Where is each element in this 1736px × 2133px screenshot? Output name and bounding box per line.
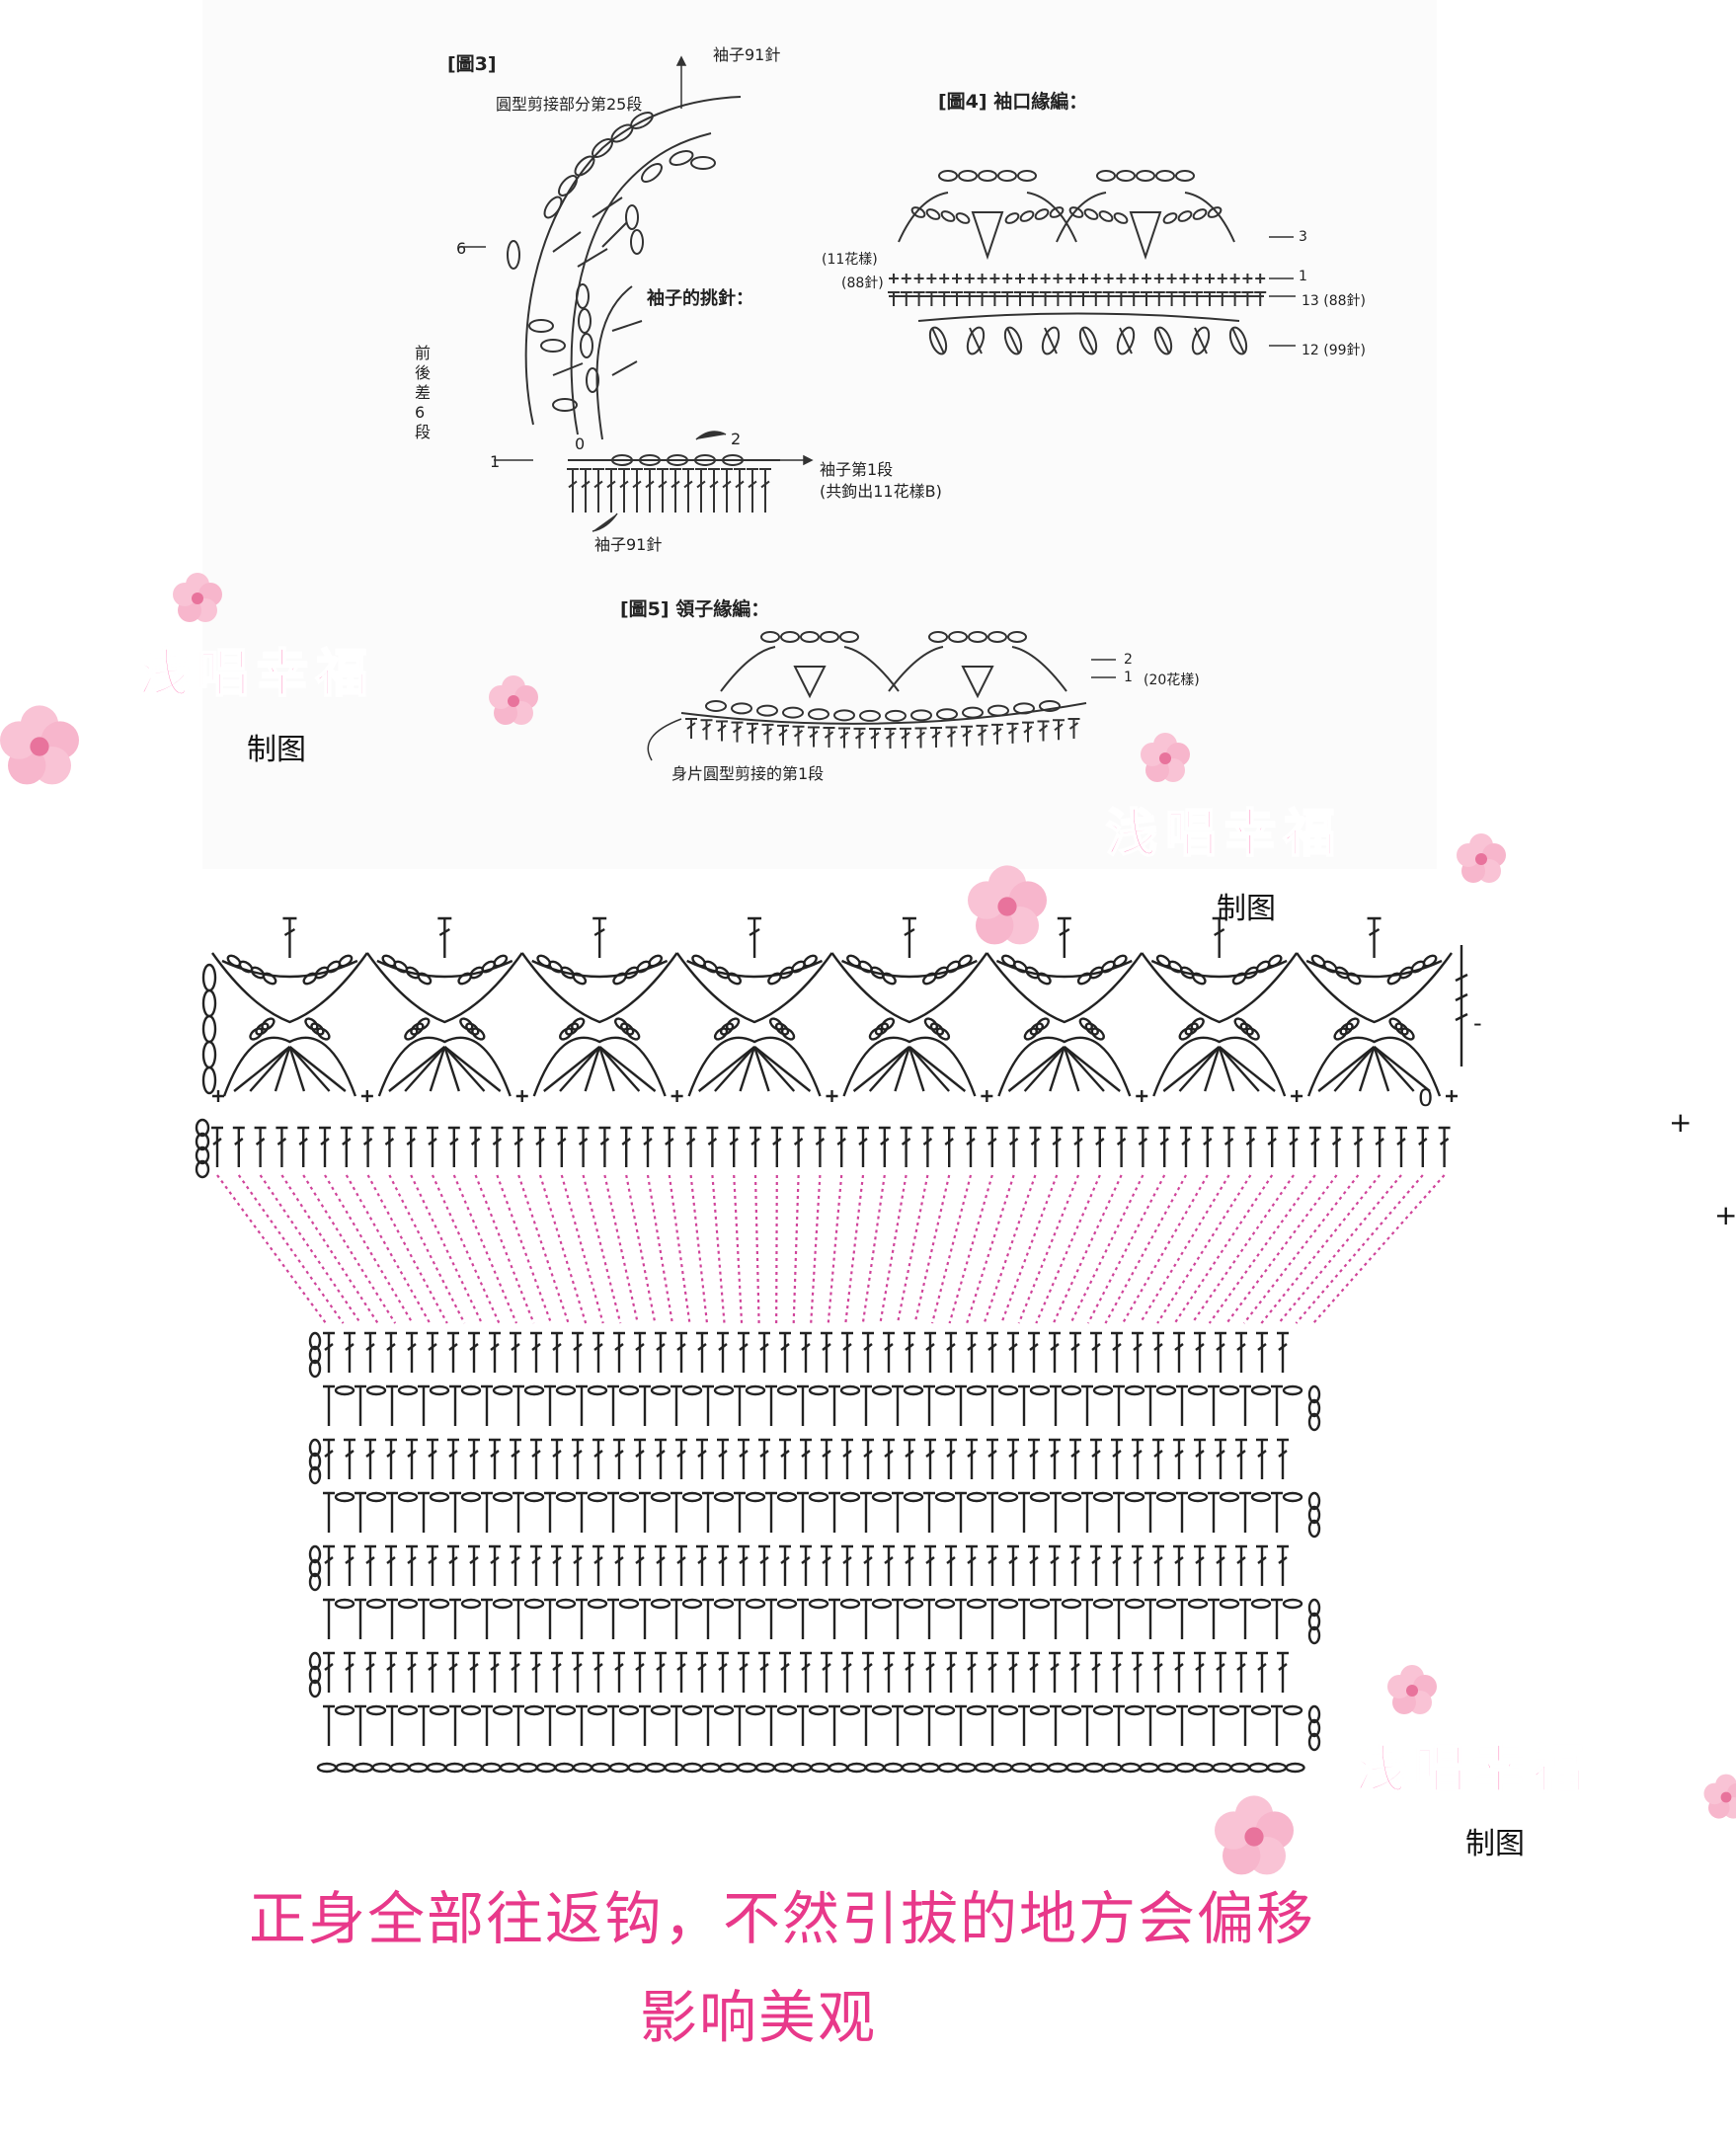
flower-4 — [1141, 733, 1190, 782]
figure4-row3: 3 — [1299, 229, 1307, 245]
watermark-brand-1: 浅唱幸福 — [137, 644, 376, 705]
figure3-row2: 2 — [731, 430, 742, 448]
figure5-row1-note: (20花樣) — [1144, 672, 1200, 688]
note-line-2: 影响美观 — [640, 1984, 878, 2051]
figure3-zero: 0 — [575, 434, 586, 453]
figure3-bottom-label: 袖子91針 — [594, 535, 663, 554]
figure3-center-label: 袖子的挑針： — [647, 288, 753, 309]
figure4-left-bottom: (88針) — [841, 276, 884, 291]
watermark-credit-1: 制图 — [247, 733, 306, 767]
watermark-credit-3: 制图 — [1465, 1827, 1525, 1861]
flower-8 — [1215, 1795, 1294, 1875]
flower-1 — [173, 573, 222, 622]
plus-mark-1: + — [1669, 1106, 1693, 1139]
flower-6 — [968, 865, 1047, 945]
main-chart-end-mark: 0 — [1418, 1084, 1434, 1112]
watermark-credit-2: 制图 — [1217, 892, 1276, 926]
flower-7 — [1387, 1665, 1437, 1714]
figure4-row12: 12 (99針) — [1302, 343, 1367, 358]
figure3-row1: 1 — [490, 452, 501, 471]
figure3-first-row-label: 袖子第1段 — [820, 460, 894, 479]
flower-3 — [489, 675, 538, 725]
figure5-title: [圖5] 領子緣編： — [620, 598, 770, 620]
watermark-brand-2: 浅唱幸福 — [1105, 804, 1344, 865]
flower-2 — [0, 705, 79, 785]
figure5-bottom-label: 身片圓型剪接的第1段 — [671, 764, 825, 783]
figure3-round-label: 圓型剪接部分第25段 — [496, 95, 643, 114]
figure4-row13: 13 (88針) — [1302, 293, 1367, 309]
note-line-1: 正身全部往返钩，不然引拔的地方会偏移 — [249, 1885, 1316, 1952]
plus-mark-2: + — [1714, 1199, 1736, 1231]
watermark-brand-3: 浅唱幸福 — [1354, 1740, 1593, 1801]
flower-9 — [1703, 1774, 1736, 1819]
figure3-side-label: 前後差6段 — [415, 344, 432, 441]
figure5-row2: 2 — [1124, 652, 1133, 668]
figure3-title: [圖3] — [447, 53, 497, 75]
figure3-row6: 6 — [456, 239, 467, 258]
figure3-top-label: 袖子91針 — [713, 45, 781, 64]
figure3-first-row-note: (共鉤出11花樣B) — [820, 482, 942, 501]
figure4-title: [圖4] 袖口緣編： — [938, 91, 1088, 113]
figure5-row1: 1 — [1124, 670, 1133, 685]
figure4-row1: 1 — [1299, 269, 1307, 284]
flower-5 — [1457, 833, 1506, 883]
main-chart-dash: - — [1473, 1009, 1482, 1037]
figure4-left-top: (11花樣) — [822, 252, 878, 268]
